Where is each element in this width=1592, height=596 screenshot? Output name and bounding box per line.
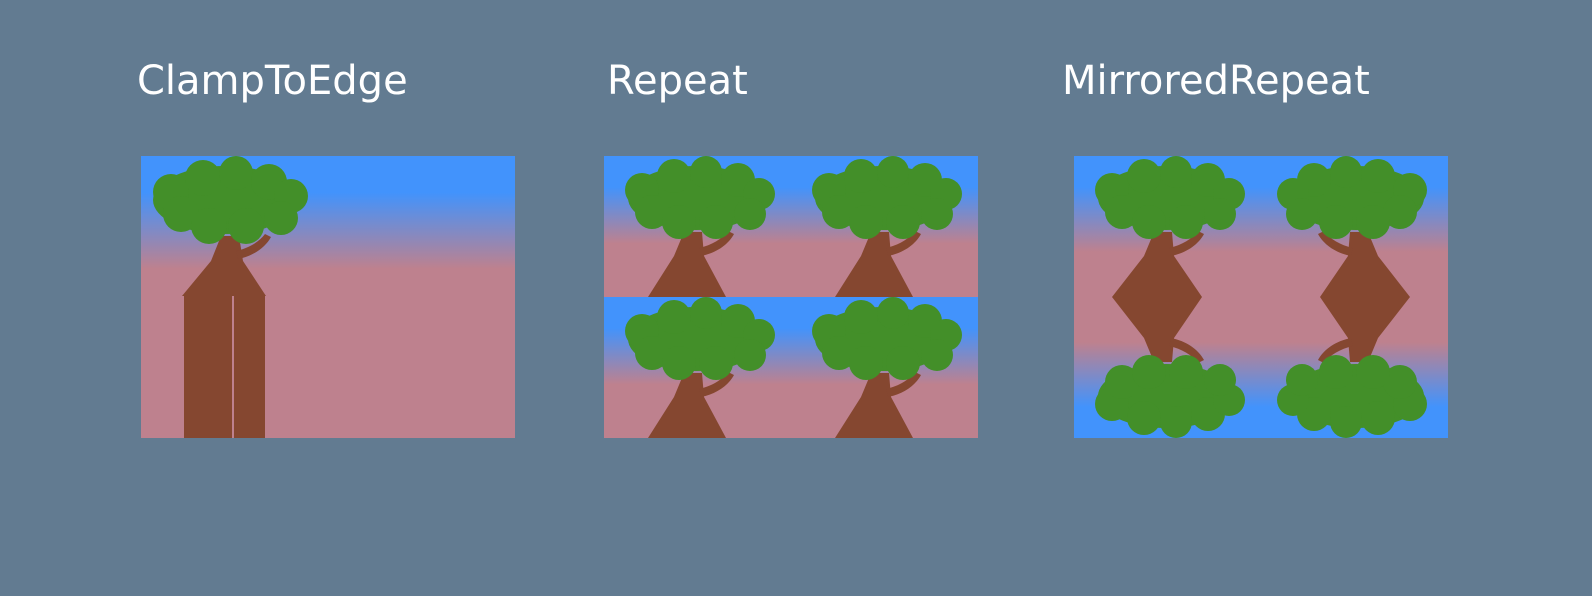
repeat-texture-image [604,156,978,438]
repeat-tile-top-left [604,156,791,297]
label-mirrored-repeat: MirroredRepeat [1062,58,1370,104]
stretched-trunk-right [234,296,265,438]
stretched-trunk-left [184,296,232,438]
tree-foliage [153,156,308,244]
label-repeat: Repeat [607,58,748,104]
mirrored-texture-image [1074,156,1448,438]
repeat-tile-bottom-right [791,297,978,438]
label-clamp-to-edge: ClampToEdge [137,58,408,104]
texture-panel-clamp-to-edge [141,156,515,438]
tree-branch [236,234,271,259]
repeat-tile-bottom-left [604,297,791,438]
repeat-tile-top-right [791,156,978,297]
texture-panel-repeat [604,156,978,438]
texture-panel-mirrored-repeat [1074,156,1448,438]
tree-trunk [182,236,266,296]
clamp-texture-image [141,156,515,438]
